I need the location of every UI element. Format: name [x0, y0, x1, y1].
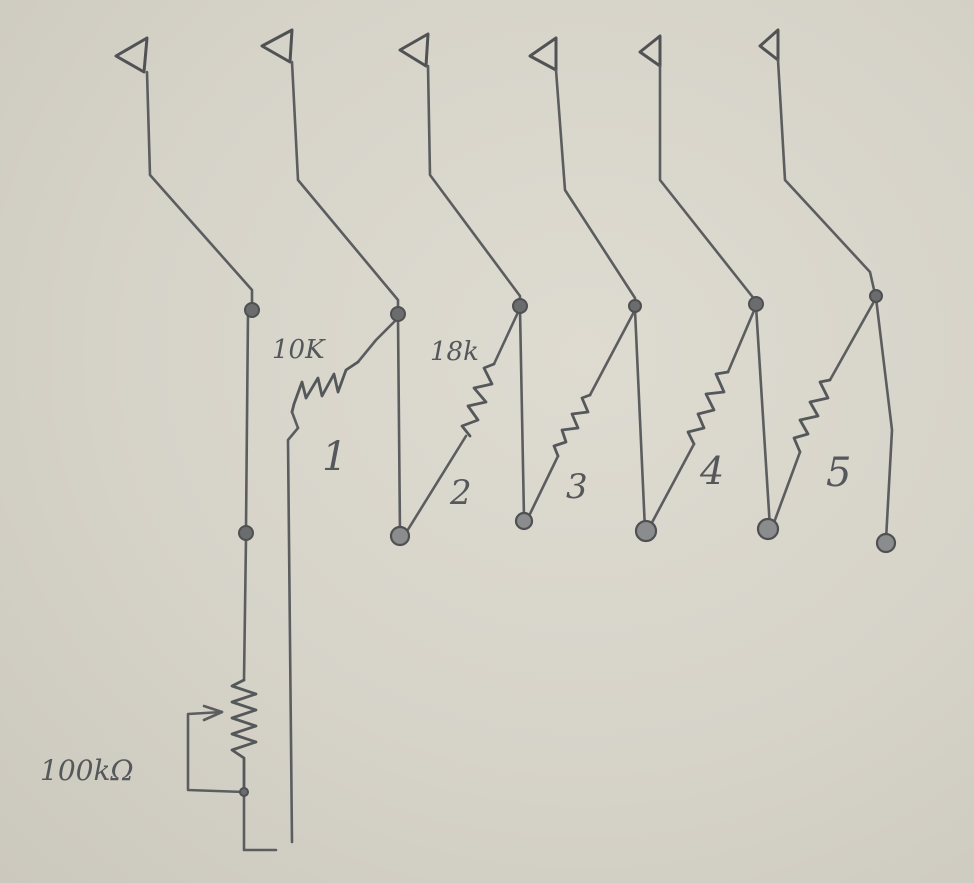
output-label-4: 4	[699, 449, 724, 493]
resistor-icon-4	[686, 370, 730, 446]
terminal-icon-1	[114, 36, 149, 74]
out-wire-2	[396, 316, 402, 537]
terminal-icon-6	[758, 28, 780, 62]
out-wire-6	[874, 296, 894, 542]
pot-wire-vertical	[244, 310, 250, 530]
out-wire-5	[754, 304, 772, 530]
r1-value-label: 10K	[272, 335, 326, 365]
return-wire	[286, 426, 300, 844]
r2-value-label: 18k	[430, 337, 479, 367]
junction-icon-2	[390, 306, 406, 322]
output-label-5: 5	[826, 450, 851, 496]
out-wire-4	[633, 308, 647, 532]
wire-3	[426, 64, 522, 308]
terminal-icon-4	[528, 36, 558, 72]
output-nodes	[389, 511, 897, 554]
resistor-icon-5	[792, 378, 832, 454]
pot-branch	[186, 310, 278, 852]
wire-5	[658, 64, 757, 302]
output-label-1: 1	[322, 434, 347, 480]
terminal-icon-2	[260, 28, 294, 64]
junction-icon-3	[512, 298, 528, 314]
output-node-icon-5	[875, 532, 897, 554]
junction-icon-pot-top	[238, 525, 254, 541]
pot-wire-lower	[242, 536, 248, 682]
terminal-icons	[114, 28, 780, 74]
wire-4	[554, 68, 637, 308]
output-label-3: 3	[566, 467, 588, 507]
pot-wiper-arrow	[202, 704, 224, 722]
resistor-2	[402, 306, 522, 538]
out-wire-3	[518, 308, 526, 520]
terminal-icon-5	[638, 34, 662, 68]
junction-icon-6	[869, 289, 883, 303]
resistor-4	[646, 304, 758, 532]
resistor-icon-1	[290, 360, 360, 414]
junction-icon-1	[244, 302, 260, 318]
output-node-icon-1	[389, 525, 411, 547]
resistor-1	[290, 316, 400, 430]
wire-6	[776, 58, 877, 296]
resistor-icon-3	[552, 393, 592, 458]
output-node-icon-3	[634, 519, 658, 543]
wire-2	[290, 60, 400, 314]
labels: 10K 18k 100kΩ 1 2 3 4 5	[40, 335, 851, 787]
output-node-icon-2	[514, 511, 534, 531]
junction-icon-4	[628, 299, 642, 313]
output-label-2: 2	[449, 473, 472, 513]
junction-icon-5	[748, 296, 764, 312]
pot-value-label: 100kΩ	[40, 754, 134, 787]
wire-1	[145, 70, 254, 310]
pot-wire-bottom	[242, 794, 278, 852]
junction-dots	[238, 289, 883, 541]
potentiometer-zigzag	[230, 678, 258, 794]
resistor-5	[770, 296, 878, 530]
output-node-icon-4	[756, 517, 780, 541]
pot-wiper-bracket	[186, 710, 246, 794]
resistor-icon-2	[460, 362, 496, 438]
pot-junction-icon	[239, 787, 249, 797]
terminal-icon-3	[398, 32, 430, 68]
resistor-3	[526, 308, 637, 520]
input-wires	[145, 58, 877, 314]
output-wires	[396, 296, 894, 542]
